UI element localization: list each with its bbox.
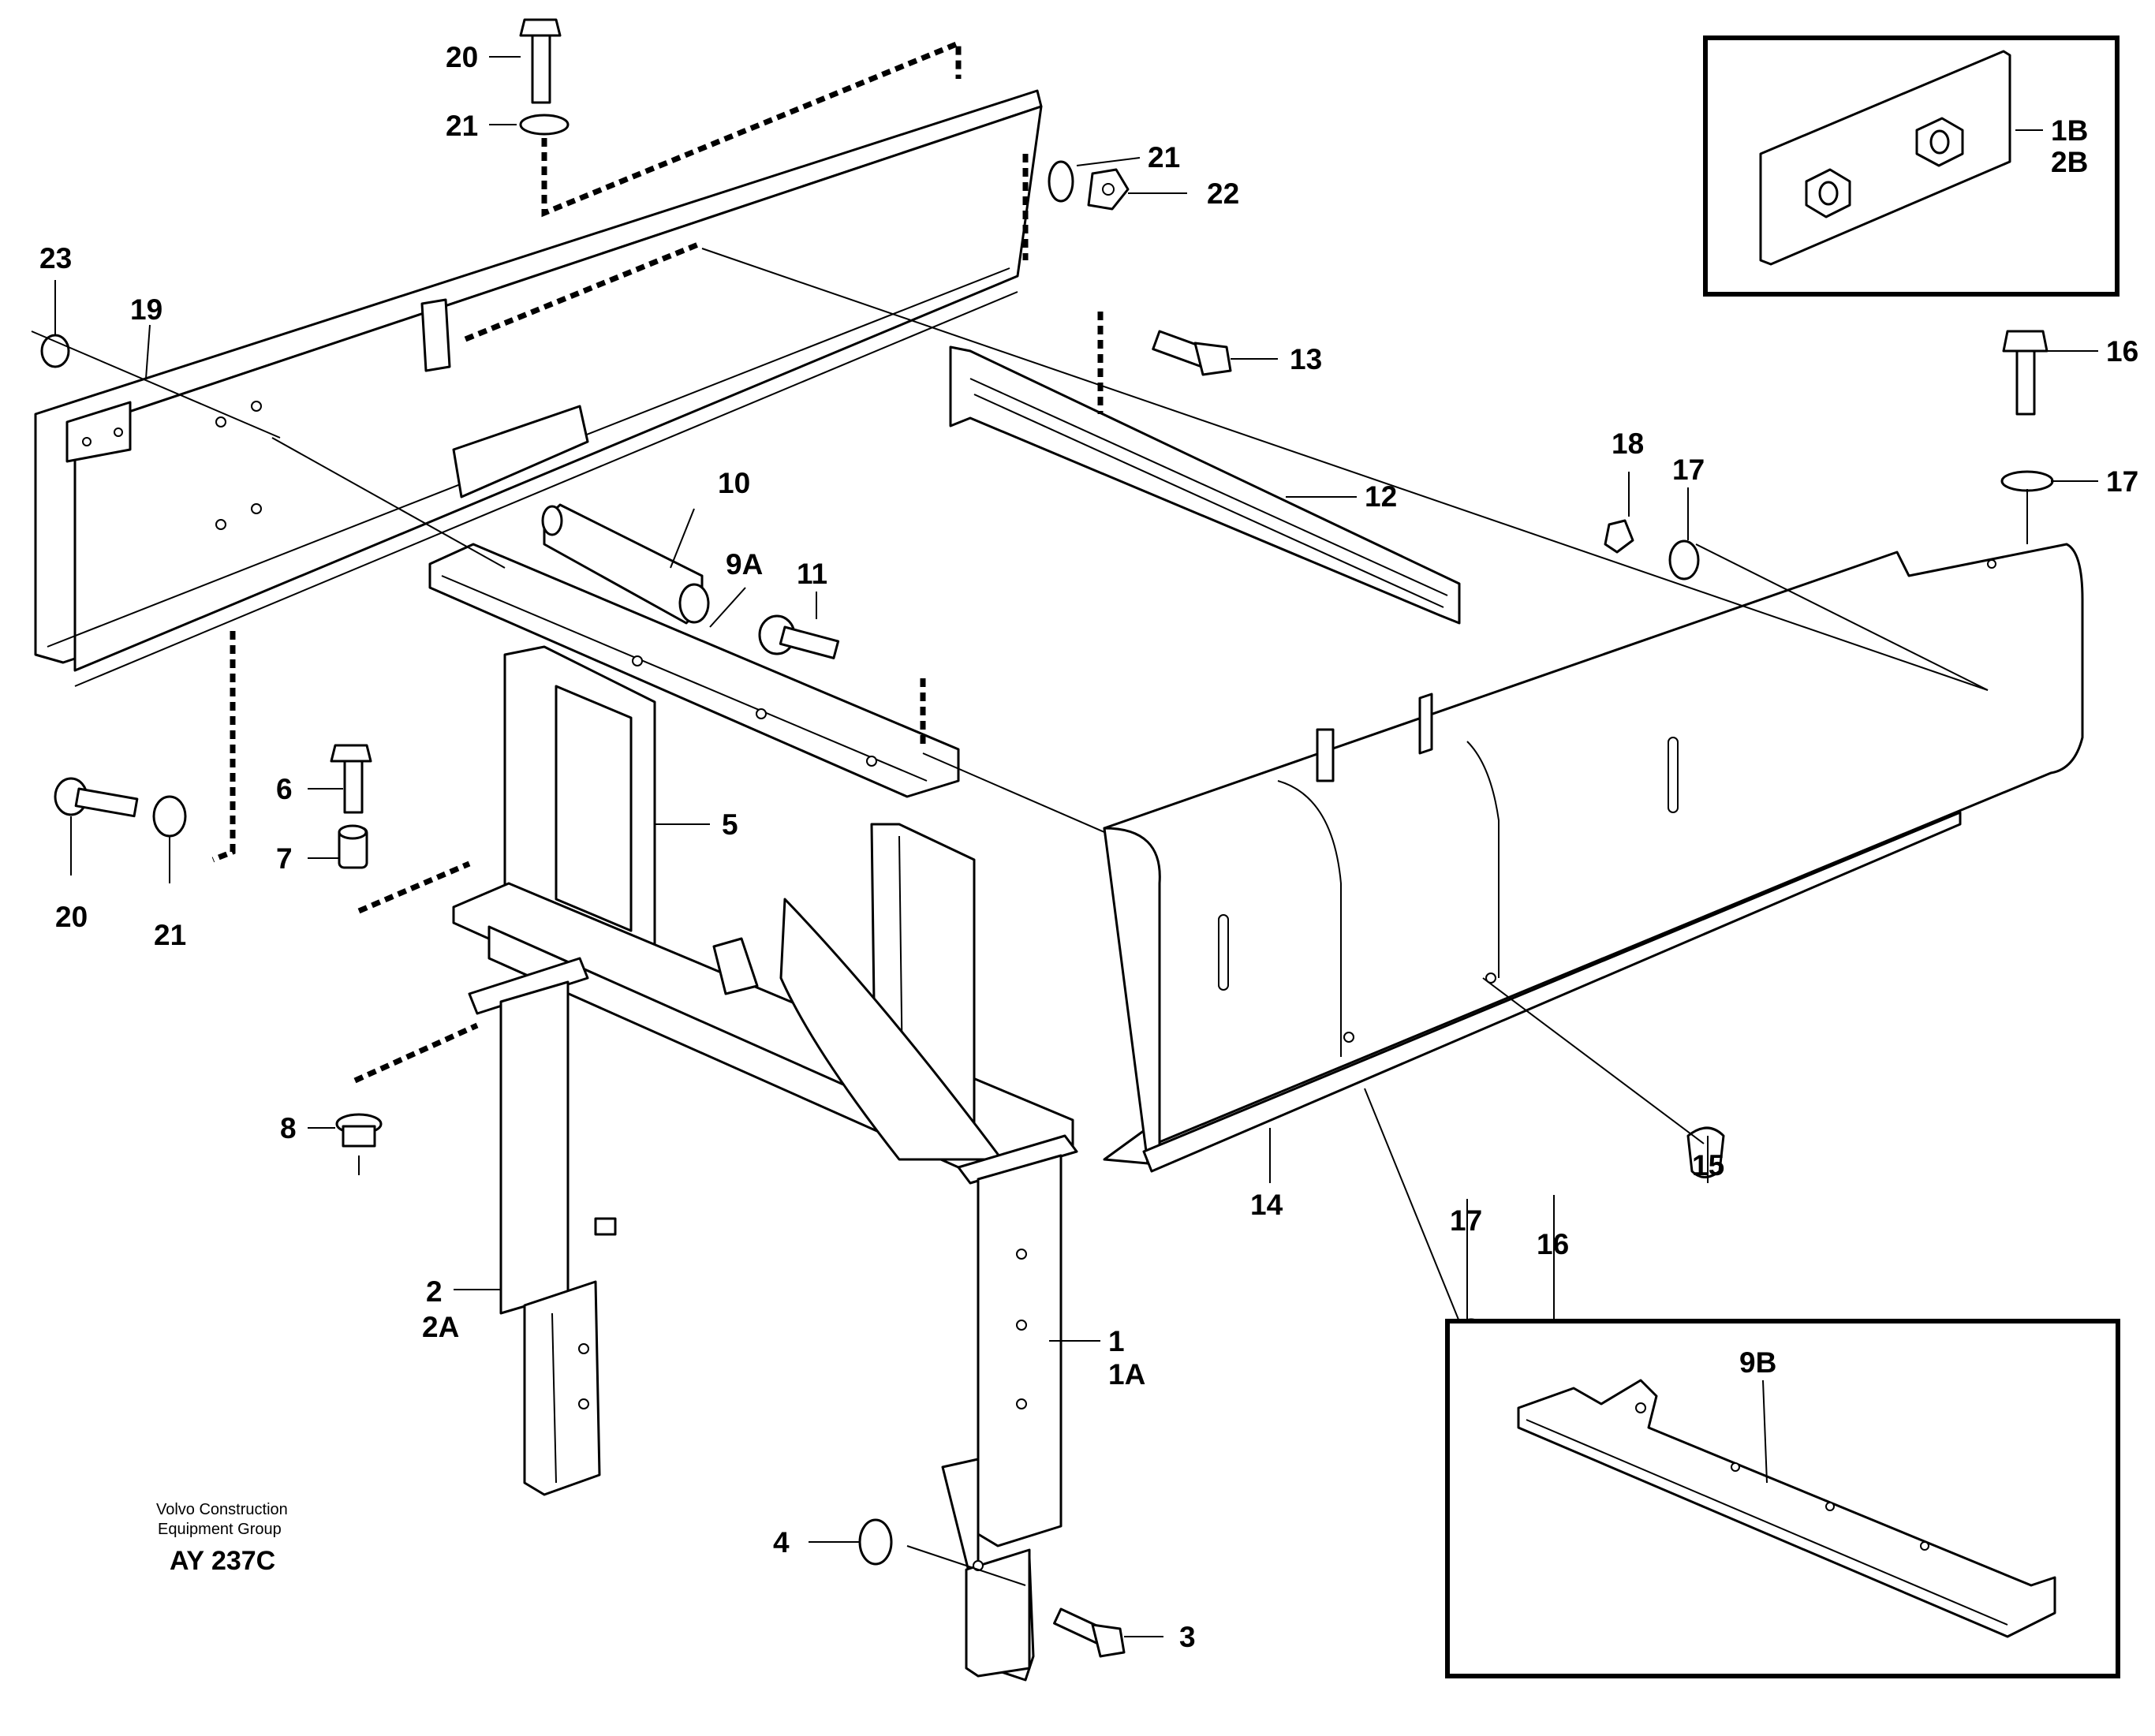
callout-8: 8 xyxy=(280,1112,297,1144)
callout-7: 7 xyxy=(276,842,293,875)
callout-23: 23 xyxy=(39,242,72,274)
callout-11: 11 xyxy=(797,558,827,590)
plug-15 xyxy=(1686,1126,1725,1178)
callout-20: 20 xyxy=(446,41,478,73)
bolt-20-left xyxy=(54,777,139,818)
washer-21-top xyxy=(519,114,570,136)
drawing-code: AY 237C xyxy=(170,1546,275,1576)
inset-1B-2B xyxy=(1703,35,2120,297)
callout-13: 13 xyxy=(1290,343,1322,375)
callout-10: 10 xyxy=(718,467,750,499)
leg-2 xyxy=(468,957,617,1496)
callout-16: 16 xyxy=(2106,335,2138,368)
spacer-4 xyxy=(858,1518,893,1566)
bar-9A xyxy=(428,543,960,798)
washer-21-left xyxy=(152,795,187,838)
callout-2: 2 xyxy=(426,1275,443,1308)
callout-21: 21 xyxy=(1148,141,1180,174)
callout-1B: 1B xyxy=(2051,114,2088,147)
nut-18 xyxy=(1604,519,1634,554)
leg-1 xyxy=(941,1134,1078,1682)
bolt-3 xyxy=(1053,1607,1126,1658)
callout-18: 18 xyxy=(1612,427,1644,460)
spacer-7 xyxy=(338,824,368,869)
bolt-20-top xyxy=(519,18,562,104)
callout-2A: 2A xyxy=(422,1311,459,1343)
callout-19: 19 xyxy=(130,293,162,326)
connector-lines xyxy=(31,39,2028,1586)
side-rail-12 xyxy=(949,345,1461,625)
callout-16: 16 xyxy=(1537,1228,1569,1260)
panel-14 xyxy=(1103,543,2084,1173)
callout-21: 21 xyxy=(446,110,478,142)
upper-rail-19 xyxy=(34,89,1043,687)
cylinder-10 xyxy=(541,503,710,625)
callout-15: 15 xyxy=(1692,1149,1724,1182)
callout-17: 17 xyxy=(2106,465,2138,498)
callout-17: 17 xyxy=(1672,454,1705,486)
bolt-16-top xyxy=(2002,330,2049,416)
credit-line-2: Equipment Group xyxy=(158,1521,282,1538)
nut-8 xyxy=(335,1113,383,1148)
callout-14: 14 xyxy=(1250,1189,1283,1221)
callout-12: 12 xyxy=(1365,480,1397,513)
washer-21-right xyxy=(1048,160,1074,203)
callout-5: 5 xyxy=(722,808,738,841)
callout-6: 6 xyxy=(276,773,293,805)
credit-line-1: Volvo Construction xyxy=(156,1501,288,1518)
washer-23 xyxy=(40,334,70,368)
nut-22 xyxy=(1087,168,1130,211)
bolt-11 xyxy=(758,614,840,659)
callout-1: 1 xyxy=(1108,1325,1125,1357)
callout-21: 21 xyxy=(154,919,186,951)
callout-17: 17 xyxy=(1450,1204,1482,1237)
callout-labels: 20 21 21 22 23 19 13 12 10 9A 11 5 6 7 2… xyxy=(39,41,2138,1653)
credit-block: Volvo Construction Equipment Group AY 23… xyxy=(156,1501,288,1576)
bolt-6 xyxy=(330,744,372,814)
callout-4: 4 xyxy=(773,1526,790,1559)
callout-3: 3 xyxy=(1179,1621,1196,1653)
frame-5 xyxy=(452,645,1074,1185)
bolt-13 xyxy=(1152,330,1232,376)
callout-9A: 9A xyxy=(726,548,763,581)
callout-22: 22 xyxy=(1207,177,1239,210)
inset-9B xyxy=(1445,1319,2120,1678)
washer-17-top xyxy=(2000,470,2054,492)
washer-17-mid xyxy=(1668,539,1700,581)
callout-9B: 9B xyxy=(1739,1346,1776,1379)
callout-2B: 2B xyxy=(2051,146,2088,178)
callout-20: 20 xyxy=(55,901,88,933)
callout-1A: 1A xyxy=(1108,1358,1145,1391)
